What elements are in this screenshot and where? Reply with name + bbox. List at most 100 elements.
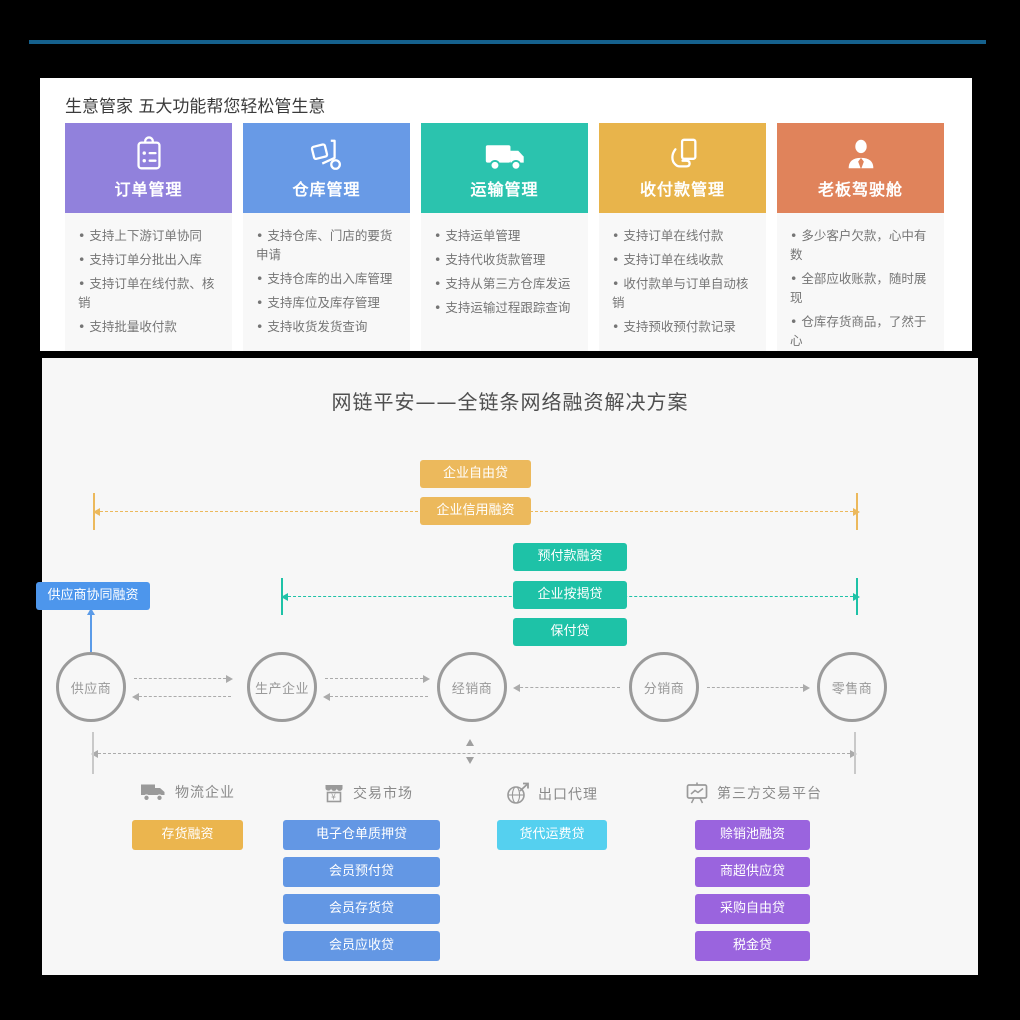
chain-arrow-left	[513, 684, 620, 692]
card-boss-features: 多少客户欠款，心中有数 全部应收账款，随时展现 仓库存货商品，了然于心 本月新增…	[777, 213, 944, 391]
platform-export-agent: 出口代理	[506, 782, 598, 805]
card-order-management: 订单管理 支持上下游订单协同 支持订单分批出入库 支持订单在线付款、核销 支持批…	[65, 123, 232, 351]
chain-arrow-right	[325, 675, 430, 683]
line-endbar	[854, 732, 856, 774]
badge-enterprise-mortgage-loan: 企业按揭贷	[513, 581, 627, 609]
arrowhead-right	[423, 675, 430, 683]
feature-bullet: 收付款单与订单自动核销	[612, 274, 758, 312]
card-warehouse-features: 支持仓库、门店的要货申请 支持仓库的出入库管理 支持库位及库存管理 支持收货发货…	[243, 213, 410, 351]
clipboard-icon	[136, 136, 161, 170]
market-stall-icon: ¥	[325, 785, 343, 803]
feature-bullet: 支持上下游订单协同	[78, 226, 224, 245]
card-order-header[interactable]: 订单管理	[65, 123, 232, 213]
feature-bullet: 支持从第三方仓库发运	[434, 274, 580, 293]
truck-icon	[485, 145, 524, 171]
globe-export-icon	[507, 782, 529, 804]
boss-icon	[848, 139, 873, 170]
card-transport-management: 运输管理 支持运单管理 支持代收货款管理 支持从第三方仓库发运 支持运输过程跟踪…	[421, 123, 588, 351]
arrowhead-left	[93, 508, 100, 516]
feature-bullet: 支持运输过程跟踪查询	[434, 298, 580, 317]
platform-label: 物流企业	[175, 785, 235, 801]
feature-bullet: 多少客户欠款，心中有数	[790, 226, 936, 264]
platform-label: 第三方交易平台	[717, 786, 822, 802]
feature-bullet: 支持库位及库存管理	[256, 293, 402, 312]
features-panel: 生意管家 五大功能帮您轻松管生意 订单管理 支持上下游订单协同 支持订单分批出入…	[40, 78, 972, 391]
chain-node-distributor: 分销商	[629, 652, 699, 722]
feature-bullet: 支持订单分批出入库	[78, 250, 224, 269]
badge-member-inventory-loan: 会员存货贷	[283, 894, 440, 924]
chain-arrow-right	[707, 684, 810, 692]
badge-supermarket-supply-loan: 商超供应贷	[695, 857, 810, 887]
line-endbar	[92, 732, 94, 774]
feature-bullet: 支持订单在线收款	[612, 250, 758, 269]
top-divider	[29, 40, 986, 44]
arrowhead-right	[850, 750, 857, 758]
card-payment-features: 支持订单在线付款 支持订单在线收款 收付款单与订单自动核销 支持预收预付款记录	[599, 213, 766, 351]
card-label: 老板驾驶舱	[817, 180, 903, 199]
chain-node-supplier: 供应商	[56, 652, 126, 722]
arrowhead-down	[466, 757, 474, 764]
badge-freight-forwarder-loan: 货代运费贷	[497, 820, 607, 850]
card-label: 仓库管理	[292, 180, 361, 199]
card-warehouse-header[interactable]: 仓库管理	[243, 123, 410, 213]
feature-cards: 订单管理 支持上下游订单协同 支持订单分批出入库 支持订单在线付款、核销 支持批…	[65, 123, 944, 391]
card-transport-header[interactable]: 运输管理	[421, 123, 588, 213]
finance-diagram-panel: 网链平安——全链条网络融资解决方案 企业自由贷 企业信用融资 预付款融资 企业按…	[36, 358, 978, 975]
card-label: 收付款管理	[639, 180, 725, 199]
chart-board-icon	[686, 782, 708, 804]
badge-enterprise-free-loan: 企业自由贷	[420, 460, 531, 488]
badge-procurement-free-loan: 采购自由贷	[695, 894, 810, 924]
badge-member-prepay-loan: 会员预付贷	[283, 857, 440, 887]
chain-arrow-right	[134, 675, 233, 683]
badge-guaranteed-payment-loan: 保付贷	[513, 618, 627, 646]
arrowhead-left	[323, 693, 330, 701]
chain-arrow-left	[132, 693, 231, 701]
line-endbar	[856, 493, 858, 530]
supplier-financing-arrow-line	[90, 614, 92, 652]
arrowhead-left	[513, 684, 520, 692]
arrowhead-right	[226, 675, 233, 683]
finance-title: 网链平安——全链条网络融资解决方案	[331, 390, 689, 414]
platform-trading-market: ¥ 交易市场	[323, 782, 413, 803]
platform-third-party: 第三方交易平台	[685, 782, 822, 804]
chain-node-retailer: 零售商	[817, 652, 887, 722]
arrowhead-left	[91, 750, 98, 758]
line-endbar	[281, 578, 283, 615]
delivery-truck-icon	[141, 784, 165, 801]
badge-tax-loan: 税金贷	[695, 931, 810, 961]
badge-prepayment-financing: 预付款融资	[513, 543, 627, 571]
card-payment-management: 收付款管理 支持订单在线付款 支持订单在线收款 收付款单与订单自动核销 支持预收…	[599, 123, 766, 351]
feature-bullet: 支持批量收付款	[78, 317, 224, 336]
card-order-features: 支持上下游订单协同 支持订单分批出入库 支持订单在线付款、核销 支持批量收付款	[65, 213, 232, 351]
chain-node-manufacturer: 生产企业	[247, 652, 317, 722]
chain-arrow-left	[323, 693, 428, 701]
handtruck-icon	[310, 139, 341, 170]
line-endbar	[856, 578, 858, 615]
platform-label: 交易市场	[353, 785, 413, 802]
card-label: 订单管理	[114, 180, 183, 199]
chain-node-dealer: 经销商	[437, 652, 507, 722]
platform-label: 出口代理	[538, 786, 598, 803]
feature-bullet: 支持订单在线付款	[612, 226, 758, 245]
features-title: 生意管家 五大功能帮您轻松管生意	[65, 97, 326, 117]
feature-bullet: 全部应收账款，随时展现	[790, 269, 936, 307]
feature-bullet: 支持仓库的出入库管理	[256, 269, 402, 288]
badge-enterprise-credit-financing: 企业信用融资	[420, 497, 531, 525]
arrowhead-right	[803, 684, 810, 692]
card-payment-header[interactable]: 收付款管理	[599, 123, 766, 213]
platform-span-line	[91, 750, 857, 758]
feature-bullet: 支持运单管理	[434, 226, 580, 245]
arrowhead-left	[132, 693, 139, 701]
platform-logistics: 物流企业	[140, 782, 235, 802]
card-boss-header[interactable]: 老板驾驶舱	[777, 123, 944, 213]
card-boss-cockpit: 老板驾驶舱 多少客户欠款，心中有数 全部应收账款，随时展现 仓库存货商品，了然于…	[777, 123, 944, 391]
arrowhead-up	[87, 608, 95, 615]
badge-supplier-collaborative-financing: 供应商协同融资	[36, 582, 150, 610]
badge-member-receivable-loan: 会员应收贷	[283, 931, 440, 961]
svg-text:¥: ¥	[331, 793, 337, 802]
feature-bullet: 支持订单在线付款、核销	[78, 274, 224, 312]
hand-payment-icon	[670, 138, 696, 168]
card-warehouse-management: 仓库管理 支持仓库、门店的要货申请 支持仓库的出入库管理 支持库位及库存管理 支…	[243, 123, 410, 351]
feature-bullet: 仓库存货商品，了然于心	[790, 312, 936, 350]
